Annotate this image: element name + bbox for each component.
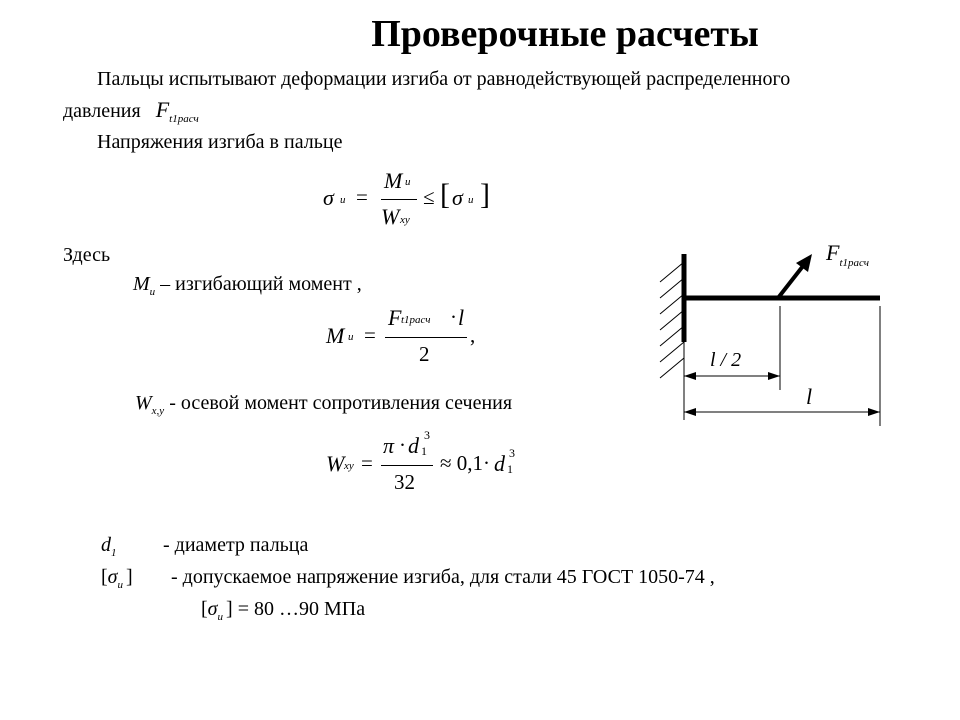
equals-sign: = — [356, 185, 368, 209]
w-approx: ≈ 0,1· — [440, 451, 491, 475]
stress-label: Напряжения изгиба в пальце — [97, 131, 343, 153]
denominator-w: W — [381, 204, 400, 229]
moment-fraction-line — [385, 337, 467, 338]
value-text: = 80 …90 МПа — [237, 598, 366, 620]
section-modulus-symbol: W — [135, 392, 152, 414]
numerator-sub: и — [405, 176, 411, 188]
page-title: Проверочные расчеты — [371, 13, 759, 55]
sigma-sub: и — [340, 194, 346, 206]
force-arrow-head — [796, 254, 812, 272]
moment-num-sub: t1расч — [401, 314, 431, 326]
moment-denominator: 2 — [419, 342, 430, 366]
diagram-force-label: Ft1расч — [825, 240, 869, 269]
moment-num-l: l — [458, 305, 465, 330]
section-modulus-definition: Wx,y - осевой момент сопротивления сечен… — [135, 392, 512, 417]
allowed-stress-desc: - допускаемое напряжение изгиба, для ста… — [171, 566, 715, 588]
allowed-sigma-sub: и — [468, 194, 474, 206]
allowed-rbr: ] — [126, 566, 133, 588]
w-rhs-sub: 1 — [507, 462, 513, 476]
moment-lhs-sub: и — [348, 331, 354, 343]
dim-full-arrow-right — [868, 408, 880, 416]
value-rbr: ] — [226, 598, 233, 620]
w-rhs-sup: 3 — [509, 446, 515, 460]
force-arrow-shaft — [776, 264, 805, 300]
w-denominator: 32 — [394, 470, 415, 494]
value-sigma-sub: и — [217, 611, 224, 623]
intro-line-1: Пальцы испытывают деформации изгиба от р… — [97, 68, 791, 90]
intro-line-2-text: давления — [63, 100, 141, 122]
w-equals: = — [361, 451, 373, 475]
d1-sub: 1 — [111, 547, 117, 559]
here-label: Здесь — [63, 244, 111, 266]
def-allowed-stress: [σи] — [101, 566, 133, 591]
value-sigma-symbol: σ — [207, 598, 218, 620]
w-num-pi: π — [383, 433, 395, 458]
w-num-dot: · — [399, 433, 406, 457]
w-num-d-sup: 3 — [424, 428, 430, 442]
cantilever-diagram: Ft1расч l / 2 l — [659, 240, 881, 426]
allowed-sigma-def-sub: и — [117, 579, 124, 591]
wall-hatching — [659, 261, 685, 379]
w-fraction-line — [381, 465, 433, 466]
moment-comma: , — [470, 323, 476, 347]
moment-num-dot: · — [450, 305, 457, 329]
diagram-force-sub: t1расч — [839, 257, 869, 269]
moment-equals: = — [364, 323, 376, 347]
intro-force-sub: t1расч — [169, 113, 199, 125]
def-d1: d1 — [101, 534, 117, 559]
w-lhs-sub: xy — [344, 460, 354, 472]
left-bracket: [ — [440, 178, 450, 211]
intro-line-2: давления Ft1расч — [63, 97, 199, 125]
moment-lhs: M — [326, 323, 345, 348]
w-num-d: d — [408, 433, 419, 458]
moment-definition: Mи – изгибающий момент , — [133, 273, 362, 298]
d1-symbol: d — [101, 534, 111, 556]
numerator-m: M — [384, 168, 403, 193]
moment-num-f: F — [388, 305, 402, 330]
intro-force-symbol: F — [155, 97, 170, 122]
leq-sign: ≤ — [423, 185, 435, 209]
dim-half-arrow-left — [684, 372, 696, 380]
fraction-line — [381, 199, 417, 200]
w-lhs: W — [326, 451, 345, 476]
dim-half-arrow-right — [768, 372, 780, 380]
section-modulus-sub: x,y — [151, 405, 165, 417]
moment-desc: – изгибающий момент , — [160, 273, 362, 295]
dim-half-label: l / 2 — [710, 349, 741, 371]
value-lbr: [ — [201, 598, 208, 620]
section-modulus-desc: - осевой момент сопротивления сечения — [169, 392, 513, 414]
d1-desc: - диаметр пальца — [163, 534, 309, 556]
w-rhs-d: d — [494, 451, 505, 476]
right-bracket: ] — [480, 178, 490, 211]
denominator-sub: xy — [400, 214, 410, 226]
sigma-symbol: σ — [323, 185, 334, 210]
dim-full-arrow-left — [684, 408, 696, 416]
moment-sub: и — [149, 286, 156, 298]
diagram-force-symbol: F — [825, 240, 840, 265]
moment-symbol: M — [133, 273, 150, 295]
allowed-lbr: [ — [101, 566, 108, 588]
allowed-stress-value: [σи] = 80 …90 МПа — [201, 598, 365, 623]
allowed-sigma: σ — [452, 185, 463, 210]
w-num-d-sub: 1 — [421, 444, 427, 458]
dim-full-label: l — [806, 384, 812, 409]
allowed-sigma-symbol: σ — [107, 566, 118, 588]
